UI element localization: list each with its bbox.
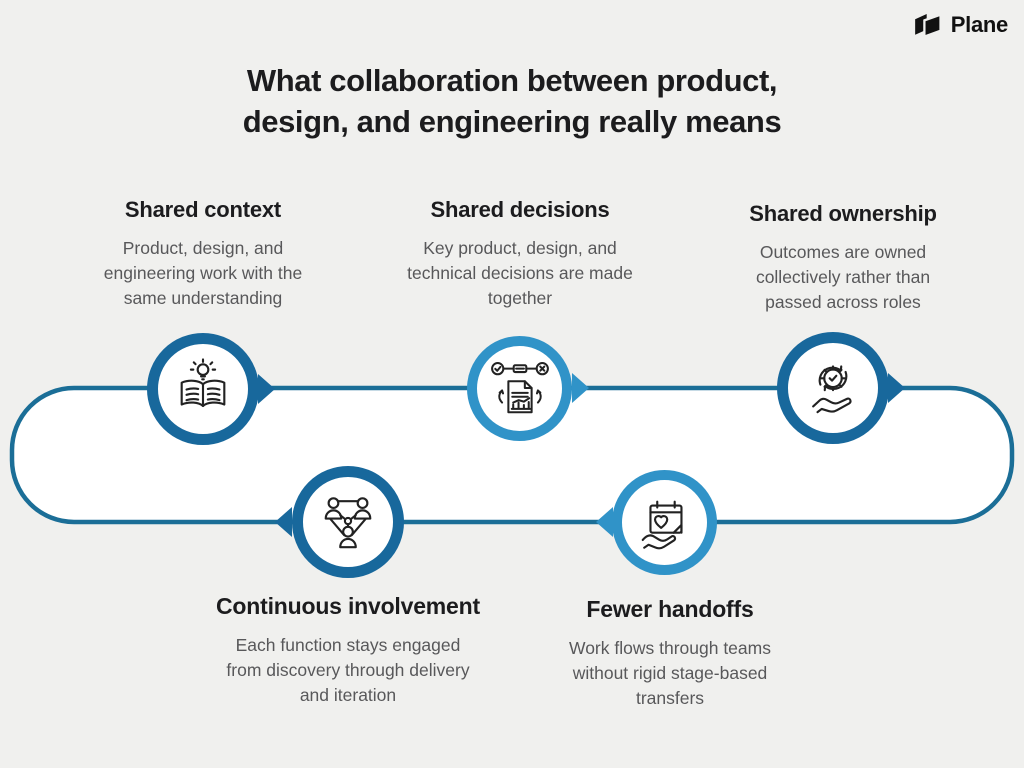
node-shared-decisions: [467, 336, 572, 441]
section-shared-ownership: Shared ownership Outcomes are owned coll…: [723, 201, 963, 315]
node-shared-context: [147, 333, 259, 445]
node-fewer-handoffs: [612, 470, 717, 575]
section-heading: Continuous involvement: [216, 593, 480, 619]
section-shared-context: Shared context Product, design, and engi…: [73, 197, 333, 311]
section-shared-decisions: Shared decisions Key product, design, an…: [395, 197, 645, 311]
section-continuous-involvement: Continuous involvement Each function sta…: [188, 593, 508, 708]
brand-label: Plane: [950, 12, 1009, 37]
section-body: Work flows through teams without rigid s…: [569, 638, 771, 708]
page-title-line2: design, and engineering really means: [242, 104, 782, 139]
section-body: Key product, design, and technical decis…: [407, 238, 633, 308]
node-continuous-involvement: [292, 466, 404, 578]
book-lightbulb-icon: [180, 358, 226, 408]
plane-logo-icon: [914, 12, 944, 38]
section-heading: Shared decisions: [430, 197, 610, 222]
calendar-heart-hand-icon: [641, 500, 683, 549]
page-title: What collaboration between product, desi…: [0, 60, 1024, 142]
brand-logo: Plane: [914, 12, 1008, 38]
section-body: Each function stays engaged from discove…: [226, 635, 470, 705]
section-heading: Shared ownership: [749, 201, 937, 226]
gear-in-hand-icon: [812, 365, 852, 414]
section-body: Outcomes are owned collectively rather t…: [755, 242, 931, 312]
section-heading: Shared context: [124, 197, 282, 222]
section-fewer-handoffs: Fewer handoffs Work flows through teams …: [535, 596, 805, 711]
page-title-line1: What collaboration between product,: [246, 63, 778, 98]
team-network-icon: [324, 497, 372, 549]
section-heading: Fewer handoffs: [586, 596, 754, 622]
decision-document-icon: [490, 361, 549, 413]
node-shared-ownership: [777, 332, 889, 444]
section-body: Product, design, and engineering work wi…: [103, 238, 303, 308]
